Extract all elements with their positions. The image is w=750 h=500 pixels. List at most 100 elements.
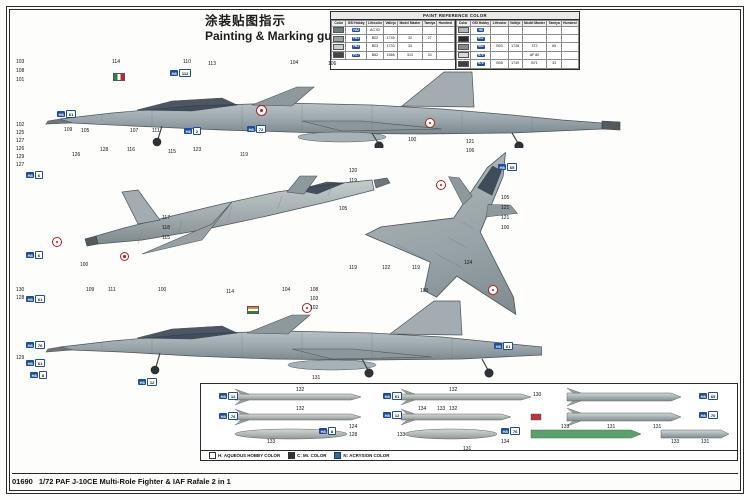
badge-prefix: H8 bbox=[319, 428, 328, 435]
callout-126b: 126 bbox=[72, 152, 81, 158]
badge-prefix: H8 bbox=[699, 412, 708, 419]
paint-value-cell: B71 bbox=[521, 59, 548, 69]
paint-hcode: H8 bbox=[477, 27, 484, 33]
legend-item-acrysion: N: ACRYSION COLOR bbox=[334, 452, 389, 459]
footer: 01690 1/72 PAF J-10CE Multi-Role Fighter… bbox=[12, 473, 738, 488]
badge-number: 6 bbox=[35, 171, 43, 180]
paint-hcode-cell: H22 bbox=[345, 25, 367, 36]
paint-value-cell bbox=[490, 25, 509, 36]
paint-value-cell bbox=[507, 34, 523, 44]
callout-102: 102 bbox=[16, 122, 25, 128]
page-title: 涂装贴图指示 Painting & Marking guide bbox=[205, 14, 355, 44]
badge-number: 76 bbox=[35, 341, 45, 350]
kit-number: 01690 bbox=[12, 477, 33, 486]
legend-label-aqueous: AQUEOUS HOBBY COLOR bbox=[223, 453, 281, 458]
roundel-marking-1 bbox=[256, 105, 267, 116]
aircraft-j10ce-side bbox=[84, 175, 391, 255]
callout-104b: 104 bbox=[282, 287, 291, 293]
weapon-callout-132a: 132 bbox=[296, 387, 305, 393]
callout-115b: 115 bbox=[162, 235, 170, 241]
paint-value-cell bbox=[560, 42, 580, 52]
paint-value-cell: 32 bbox=[397, 34, 423, 44]
callout-111: 111 bbox=[152, 128, 160, 134]
badge-prefix: H8 bbox=[26, 342, 35, 349]
callout-106: 106 bbox=[328, 61, 337, 67]
callout-111b: 111 bbox=[108, 287, 116, 293]
weapon-badge-h8-76: H8 76 bbox=[219, 412, 238, 421]
paint-value-cell: B62 bbox=[365, 50, 385, 61]
paint-hcode: H61 bbox=[352, 44, 361, 49]
callout-108b: 108 bbox=[310, 287, 319, 293]
callout-101: 101 bbox=[16, 77, 25, 83]
paint-swatch bbox=[457, 44, 469, 51]
callout-119c: 119 bbox=[349, 265, 357, 271]
paint-hcode-cell: H51 bbox=[345, 34, 367, 44]
legend-prefix-c: C bbox=[297, 453, 301, 458]
italian-flag-marking-1 bbox=[113, 73, 125, 81]
paint-value-cell: B03 bbox=[365, 42, 385, 52]
callout-119a: 119 bbox=[240, 152, 248, 158]
paint-value-cell: 1733 bbox=[383, 42, 399, 52]
paint-swatch bbox=[333, 35, 345, 42]
legend-label-acrysion: ACRYSION COLOR bbox=[349, 453, 390, 458]
paint-value-cell bbox=[490, 34, 509, 44]
paint-hcode: H77 bbox=[352, 52, 361, 58]
badge-prefix: H8 bbox=[247, 126, 256, 133]
callout-130: 130 bbox=[16, 287, 25, 293]
badge-number: 6 bbox=[35, 251, 43, 260]
paint-value-cell: 65 bbox=[546, 42, 562, 52]
badge-plan-h8-65: H8 65 bbox=[498, 163, 517, 172]
badge-prefix: H8 bbox=[494, 343, 503, 350]
badge-number: 70 bbox=[708, 411, 718, 420]
weapon-callout-132d: 132 bbox=[449, 406, 458, 412]
paint-value-cell bbox=[436, 34, 455, 44]
paint-value-cell bbox=[507, 25, 523, 36]
callout-105c: 105 bbox=[339, 206, 348, 212]
weapon-badge-h8-12b: H8 12 bbox=[383, 411, 402, 420]
paint-value-cell bbox=[521, 25, 548, 36]
paint-value-cell: AC 02 bbox=[365, 25, 385, 36]
badge-prefix: H8 bbox=[26, 296, 35, 303]
paint-swatch-cell bbox=[330, 50, 347, 61]
callout-117: 117 bbox=[162, 215, 170, 221]
paint-value-cell bbox=[436, 25, 455, 36]
paint-hcode-cell: H65 bbox=[469, 42, 492, 52]
badge-number: 76 bbox=[228, 412, 238, 421]
callout-128b: 128 bbox=[16, 295, 25, 301]
paint-value-cell bbox=[560, 25, 580, 36]
paint-value-cell: 34 bbox=[397, 42, 423, 52]
weapons-stores-panel: H8 12 H8 76 H8 8 H8 61 H8 12 H8 76 H8 65… bbox=[200, 383, 738, 461]
paint-value-cell: 1745 bbox=[383, 34, 399, 44]
badge-prefix: H8 bbox=[138, 379, 147, 386]
callout-127: 127 bbox=[16, 138, 25, 144]
weapon-callout-131a: 131 bbox=[463, 446, 472, 452]
paint-swatch-cell bbox=[455, 34, 471, 44]
callout-119b: 119 bbox=[349, 178, 357, 184]
badge-number: 61 bbox=[503, 342, 513, 351]
paint-value-cell bbox=[397, 25, 423, 36]
badge-number: 61 bbox=[66, 110, 76, 119]
badge-j10-h8-61: H8 61 bbox=[26, 295, 45, 304]
callout-118: 118 bbox=[162, 225, 170, 231]
badge-h8-72: H8 72 bbox=[247, 125, 266, 134]
paint-value-cell bbox=[436, 42, 455, 52]
paint-value-cell: 27 bbox=[421, 34, 438, 44]
callout-114b: 114 bbox=[226, 289, 234, 295]
paint-hcode: H65 bbox=[476, 44, 485, 49]
weapon-callout-132c: 132 bbox=[449, 387, 458, 393]
paint-swatch-cell bbox=[330, 25, 347, 36]
badge-h8-61-a: H8 61 bbox=[57, 110, 76, 119]
badge-prefix: H8 bbox=[383, 393, 392, 400]
badge-number: 61 bbox=[35, 295, 45, 304]
roundel-marking-6 bbox=[488, 285, 498, 295]
legend-swatch-acrysion bbox=[334, 452, 342, 459]
callout-122: 122 bbox=[382, 265, 391, 271]
paint-value-cell bbox=[421, 42, 438, 52]
callout-121c: 121 bbox=[501, 215, 510, 221]
badge-number: 61 bbox=[35, 359, 45, 368]
page-border-outer bbox=[6, 6, 744, 494]
